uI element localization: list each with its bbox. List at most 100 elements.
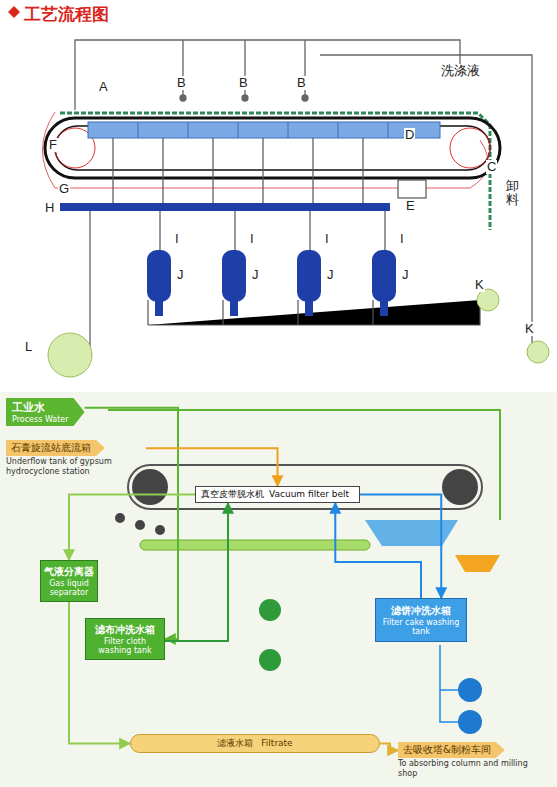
cake-wash-tray bbox=[365, 520, 458, 546]
callout-letter: I bbox=[249, 232, 255, 246]
pump-symbol bbox=[48, 289, 549, 377]
callout-letter: K bbox=[474, 278, 485, 292]
panel-ground bbox=[0, 392, 557, 787]
callout-letter: K bbox=[524, 322, 535, 336]
belt-drawing bbox=[442, 469, 478, 505]
box-title: 真空皮带脱水机 bbox=[201, 488, 264, 501]
wash-piping bbox=[75, 40, 183, 110]
belt-loop bbox=[450, 128, 490, 168]
gypsum-hopper bbox=[455, 555, 500, 572]
pipe-connector bbox=[165, 503, 228, 641]
box-title: 滤布冲洗水箱 bbox=[89, 623, 161, 637]
pipe-connector bbox=[335, 503, 421, 598]
vacuum-pipes bbox=[160, 211, 385, 250]
box-subtitle: Underflow tank of gypsum hydrocyclone st… bbox=[6, 457, 146, 477]
box-subtitle: Vacuum filter belt bbox=[269, 489, 349, 499]
callout-letter: I bbox=[324, 232, 330, 246]
box-subtitle: Filter cloth washing tank bbox=[89, 637, 161, 655]
note-text: 卸料 bbox=[506, 178, 519, 209]
belt-drawing bbox=[128, 465, 482, 509]
blue-piping bbox=[440, 645, 458, 722]
pump-symbol bbox=[477, 289, 499, 311]
pump-symbol bbox=[527, 341, 549, 363]
callout-letter: J bbox=[176, 268, 185, 282]
cake-pump bbox=[458, 710, 482, 734]
wash-piping bbox=[180, 95, 186, 101]
pipe-connector bbox=[69, 495, 195, 561]
vacuum-box bbox=[138, 122, 388, 138]
callout-letter: F bbox=[48, 138, 58, 152]
page-title: 工艺流程图 bbox=[24, 3, 109, 26]
belt-drawing bbox=[135, 520, 145, 530]
callout-letter: G bbox=[58, 182, 70, 196]
wash-piping bbox=[183, 40, 305, 95]
belt-drawing bbox=[132, 469, 168, 505]
title-diamond bbox=[8, 6, 20, 18]
box-subtitle: Filtrate bbox=[261, 738, 292, 748]
box-subtitle: Filter cake washing tank bbox=[379, 618, 463, 636]
box-title: 滤饼冲洗水箱 bbox=[379, 604, 463, 618]
vacuum-box bbox=[88, 122, 440, 138]
gypsum-hopper bbox=[455, 555, 500, 572]
box-subtitle: To absorbing column and milling shop bbox=[398, 759, 538, 779]
vacuum-receiver bbox=[147, 250, 171, 302]
vacuum-receiver bbox=[147, 250, 396, 316]
box-title: 气液分离器 bbox=[44, 565, 94, 579]
wash-pump bbox=[259, 599, 281, 621]
filter-cloth bbox=[43, 112, 491, 230]
callout-letter: B bbox=[176, 76, 187, 90]
callout-letter: I bbox=[399, 232, 405, 246]
box-title: 石膏旋流站底流箱 bbox=[6, 440, 105, 456]
callout-letter: B bbox=[296, 76, 307, 90]
panel-ground bbox=[0, 392, 557, 787]
cake-wash-tray bbox=[365, 520, 458, 546]
callout-letter: E bbox=[405, 199, 416, 213]
callout-letter: D bbox=[404, 128, 415, 142]
vacuum-box bbox=[88, 122, 440, 138]
pump-symbol bbox=[48, 333, 92, 377]
vacuum-receiver bbox=[222, 250, 246, 302]
vacuum-pipes bbox=[148, 300, 480, 325]
callout-letter: A bbox=[98, 80, 109, 94]
wash-pump bbox=[259, 649, 281, 671]
feed-band: 石膏旋流站底流箱Underflow tank of gypsum hydrocy… bbox=[6, 436, 146, 477]
tank-box: 滤布冲洗水箱Filter cloth washing tank bbox=[85, 618, 165, 660]
vacuum-pipes bbox=[89, 208, 90, 355]
callout-letter: I bbox=[174, 232, 180, 246]
tank-box: 滤饼冲洗水箱Filter cake washing tank bbox=[375, 598, 467, 642]
callout-letter: J bbox=[401, 268, 410, 282]
pipe-connector bbox=[380, 744, 398, 751]
separator-box: 气液分离器Gas liquid separator bbox=[40, 560, 98, 602]
wash-piping bbox=[302, 95, 308, 101]
note-text: 洗涤液 bbox=[440, 64, 481, 78]
callout-letter: J bbox=[326, 268, 335, 282]
box-subtitle: Process Water bbox=[12, 415, 69, 424]
pipe-connector bbox=[146, 448, 278, 486]
callout-letter: L bbox=[24, 340, 33, 354]
box-title: 工业水 bbox=[12, 400, 69, 415]
wash-piping bbox=[75, 40, 532, 345]
belt-drawing bbox=[155, 525, 165, 535]
wash-piping bbox=[242, 95, 248, 101]
manifold-bar bbox=[60, 203, 390, 211]
callout-letter: J bbox=[251, 268, 260, 282]
box-title: 去吸收塔&制粉车间 bbox=[398, 742, 505, 758]
vacuum-receiver bbox=[155, 300, 388, 316]
title-diamond bbox=[8, 6, 20, 18]
cake-pump bbox=[458, 678, 482, 734]
callout-letter: H bbox=[44, 201, 55, 215]
discharge-box bbox=[398, 180, 426, 198]
box-subtitle: Gas liquid separator bbox=[44, 579, 94, 597]
box-title: 滤液水箱 bbox=[217, 737, 253, 750]
vacuum-pipes bbox=[113, 138, 363, 205]
belt-filter-box: 真空皮带脱水机 Vacuum filter belt bbox=[195, 486, 360, 503]
belt-drawing bbox=[115, 513, 125, 523]
filtrate-tank: 滤液水箱 Filtrate bbox=[130, 734, 380, 753]
wash-piping bbox=[320, 55, 532, 345]
cake-pump bbox=[458, 678, 482, 702]
process-water-arrow: 工业水Process Water bbox=[6, 398, 85, 426]
filter-cloth bbox=[60, 113, 490, 230]
callout-letter: C bbox=[486, 160, 497, 174]
